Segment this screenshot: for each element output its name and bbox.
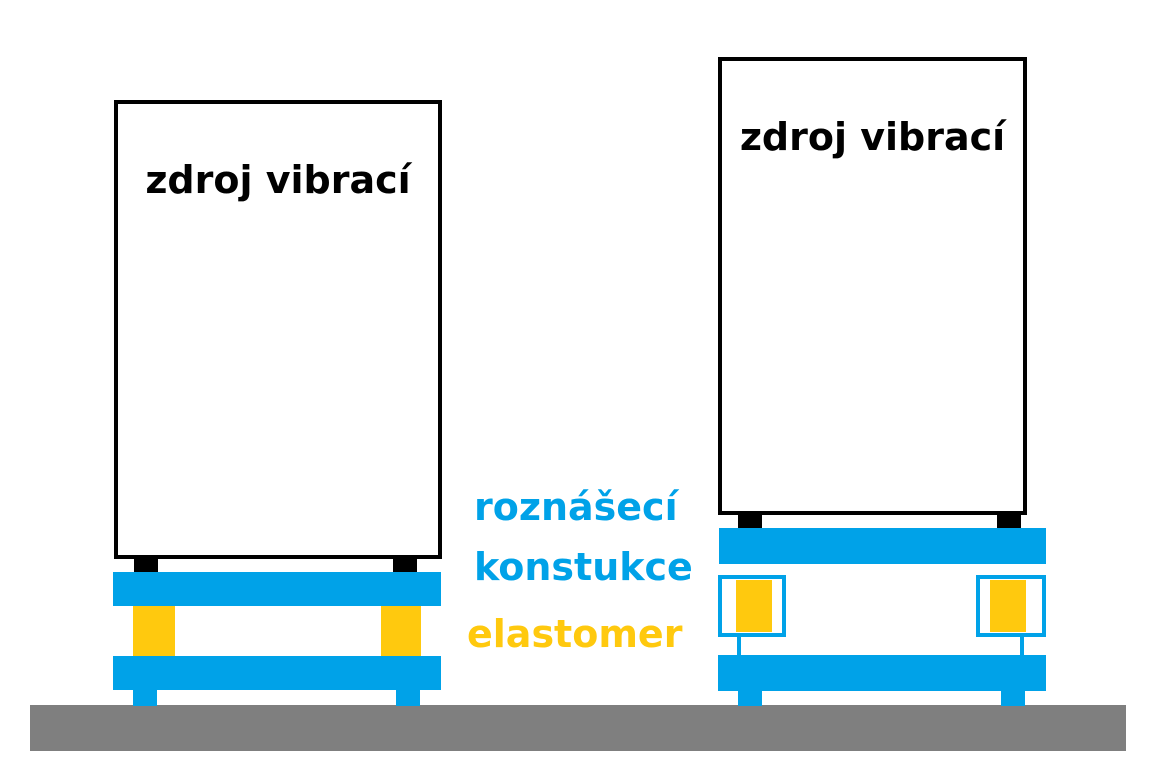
floor: [30, 705, 1126, 751]
elastomer-label: elastomer: [467, 612, 683, 656]
left-foot-left: [134, 557, 158, 574]
right-elastomer-right: [990, 580, 1026, 632]
left-top-beam: [113, 572, 441, 606]
left-elastomer-right: [381, 606, 421, 656]
left-bottom-beam: [113, 656, 441, 690]
right-bracket-left-hanger: [737, 637, 741, 655]
left-unit: zdroj vibrací: [113, 100, 442, 706]
right-top-beam: [719, 528, 1046, 564]
right-leg-left: [738, 690, 762, 706]
left-foot-right: [393, 557, 417, 574]
right-vibration-source-box: zdroj vibrací: [718, 57, 1027, 515]
distribution-structure-label-line2: konstukce: [474, 545, 693, 589]
right-elastomer-left: [736, 580, 772, 632]
right-vibration-source-label: zdroj vibrací: [739, 115, 1006, 159]
left-leg-left: [133, 690, 157, 706]
left-vibration-source-label: zdroj vibrací: [145, 158, 411, 202]
right-bracket-right: [976, 575, 1046, 637]
right-bottom-beam: [718, 655, 1046, 691]
right-leg-right: [1001, 690, 1025, 706]
right-foot-right: [997, 513, 1021, 530]
right-bracket-right-hanger: [1020, 637, 1024, 655]
left-elastomer-left: [133, 606, 175, 656]
right-unit: zdroj vibrací: [580, 0, 1160, 778]
right-foot-left: [738, 513, 762, 530]
left-vibration-source-box: zdroj vibrací: [114, 100, 442, 559]
right-bracket-left: [718, 575, 786, 637]
left-leg-right: [396, 690, 420, 706]
distribution-structure-label-line1: roznášecí: [474, 485, 678, 529]
